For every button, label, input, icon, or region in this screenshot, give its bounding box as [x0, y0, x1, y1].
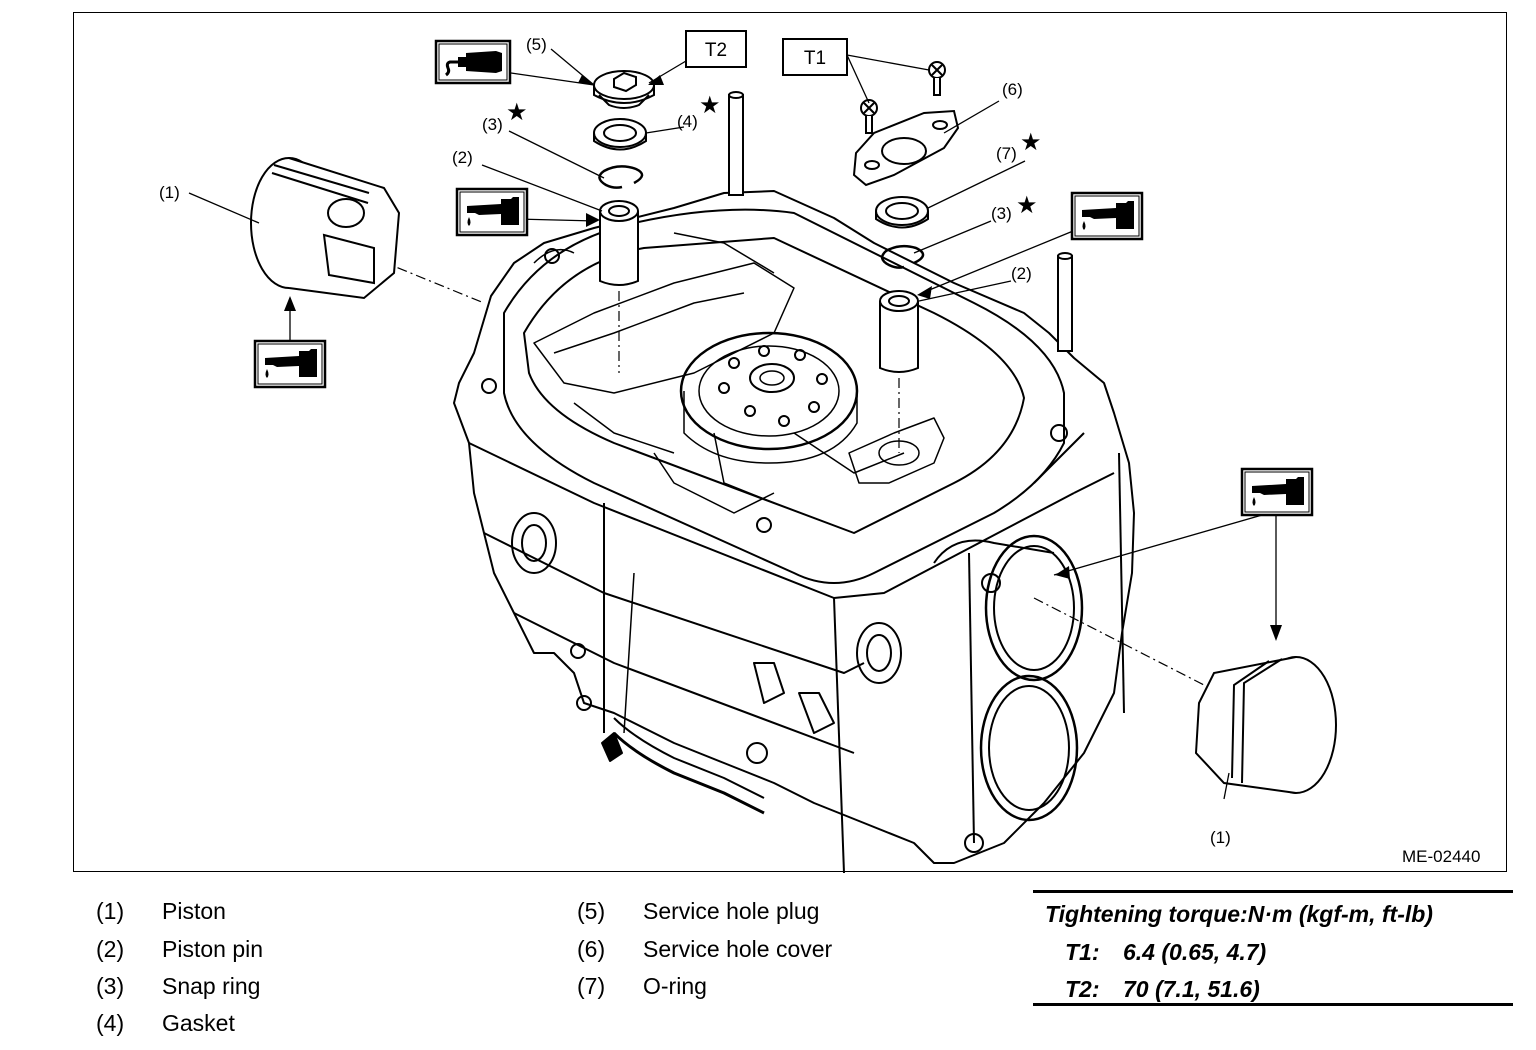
oil-can-icon	[455, 187, 529, 237]
legend-item: (1) Piston	[96, 898, 516, 928]
torque-value: 6.4 (0.65, 4.7)	[1123, 939, 1267, 965]
piston-right	[1194, 656, 1337, 794]
legend-label: Service hole plug	[643, 898, 820, 924]
callout-pin-left: (2)	[452, 148, 473, 167]
callout-plug: (5)	[526, 35, 547, 54]
grease-tube-icon	[434, 39, 512, 85]
legend-label: Piston pin	[162, 936, 264, 962]
washers	[593, 118, 929, 229]
legend-label: Piston	[162, 898, 226, 924]
service-hole-plug	[593, 70, 655, 109]
legend-item: (2) Piston pin	[96, 936, 516, 966]
legend-number: (4)	[96, 1010, 125, 1036]
snap-rings	[598, 165, 925, 269]
oil-can-icon	[1070, 191, 1144, 241]
legend-number: (6)	[577, 936, 606, 962]
torque-table: Tightening torque:N·m (kgf-m, ft-lb) T1:…	[1033, 890, 1513, 1006]
callout-pin-right: (2)	[1011, 264, 1032, 283]
callout-snap-right: (3)	[991, 204, 1012, 223]
callout-cover: (6)	[1002, 80, 1023, 99]
torque-row: T2: 70 (7.1, 51.6)	[1065, 976, 1260, 1003]
engine-block-diagram: T2 T1 (1) (5) (4) (3) (2) (6) (7) (3) (2…	[159, 30, 1480, 873]
legend-number: (5)	[577, 898, 606, 924]
star-icon: ★	[1016, 192, 1038, 219]
torque-value: 70 (7.1, 51.6)	[1123, 976, 1260, 1002]
legend-number: (3)	[96, 973, 125, 999]
torque-tag-t2: T2	[685, 30, 747, 68]
legend-label: Snap ring	[162, 973, 261, 999]
studs	[728, 91, 1073, 352]
legend-item: (7) O-ring	[577, 973, 997, 1003]
piston-left	[250, 157, 401, 300]
star-icon: ★	[1020, 129, 1042, 156]
torque-key: T2:	[1065, 976, 1100, 1002]
svg-text:T2: T2	[705, 40, 727, 61]
piston-pins	[599, 200, 919, 373]
callout-piston-right: (1)	[1210, 828, 1231, 847]
star-icon: ★	[506, 99, 528, 126]
callout-oring: (7)	[996, 144, 1017, 163]
callout-snap-left: (3)	[482, 115, 503, 134]
torque-row: T1: 6.4 (0.65, 4.7)	[1065, 939, 1266, 966]
legend-number: (2)	[96, 936, 125, 962]
svg-text:T1: T1	[804, 48, 826, 69]
diagram-frame: T2 T1 (1) (5) (4) (3) (2) (6) (7) (3) (2…	[73, 12, 1507, 873]
star-icon: ★	[699, 92, 721, 119]
torque-tag-t1: T1	[782, 38, 848, 76]
oil-can-icon	[253, 339, 327, 389]
oil-can-icon	[1240, 467, 1314, 517]
callout-piston-left: (1)	[159, 183, 180, 202]
callout-gasket: (4)	[677, 112, 698, 131]
legend-item: (5) Service hole plug	[577, 898, 997, 928]
engine-block	[453, 190, 1135, 873]
legend-number: (1)	[96, 898, 125, 924]
service-hole-cover	[852, 61, 960, 187]
torque-title: Tightening torque:N·m (kgf-m, ft-lb)	[1045, 901, 1433, 927]
legend-number: (7)	[577, 973, 606, 999]
diagram-ref-code: ME-02440	[1402, 847, 1480, 866]
legend-label: Gasket	[162, 1010, 235, 1036]
legend-item: (6) Service hole cover	[577, 936, 997, 966]
legend-item: (3) Snap ring	[96, 973, 516, 1003]
legend-label: O-ring	[643, 973, 707, 999]
legend-item: (4) Gasket	[96, 1010, 516, 1040]
torque-key: T1:	[1065, 939, 1100, 965]
legend-label: Service hole cover	[643, 936, 833, 962]
